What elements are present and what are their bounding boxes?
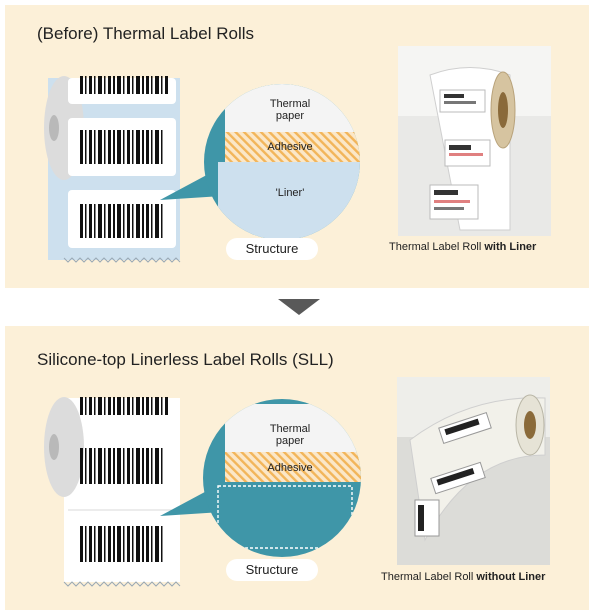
down-arrow-icon — [278, 299, 320, 315]
before-title: (Before) Thermal Label Rolls — [37, 24, 254, 43]
barcode-icon — [80, 397, 168, 415]
layer-adhesive — [225, 132, 360, 162]
layer-label-thermal: Thermal paper — [269, 98, 311, 122]
barcode-icon — [80, 526, 163, 562]
caption-with-liner: Thermal Label Roll with Liner — [389, 241, 537, 253]
layer-label-adhesive: Adhesive — [267, 141, 313, 153]
label-strip — [64, 398, 180, 582]
barcode-icon — [80, 130, 163, 164]
photo-roll-without-liner — [397, 377, 550, 565]
structure-label: Structure — [226, 559, 318, 581]
caption-without-liner: Thermal Label Roll without Liner — [381, 571, 546, 583]
label-3 — [68, 190, 176, 248]
layer-label-adhesive: Adhesive — [267, 462, 313, 474]
barcode-icon — [80, 204, 163, 238]
layer-label-thermal: Thermal paper — [269, 423, 311, 447]
roll-core — [49, 115, 59, 141]
roll-linerless — [44, 397, 181, 587]
barcode-icon — [80, 448, 163, 484]
label-2 — [68, 118, 176, 176]
layer-label-liner: 'Liner' — [275, 187, 305, 199]
structure-magnifier-top — [160, 84, 360, 240]
barcode-icon — [80, 76, 168, 94]
layer-adhesive — [225, 452, 361, 482]
layer-liner — [218, 162, 360, 240]
label-1 — [68, 78, 176, 104]
photo-roll-with-liner — [398, 46, 551, 236]
roll-side — [44, 397, 84, 497]
roll-with-liner — [44, 76, 181, 263]
structure-label: Structure — [226, 238, 318, 260]
roll-core — [49, 434, 59, 460]
after-title: Silicone-top Linerless Label Rolls (SLL) — [37, 350, 334, 369]
